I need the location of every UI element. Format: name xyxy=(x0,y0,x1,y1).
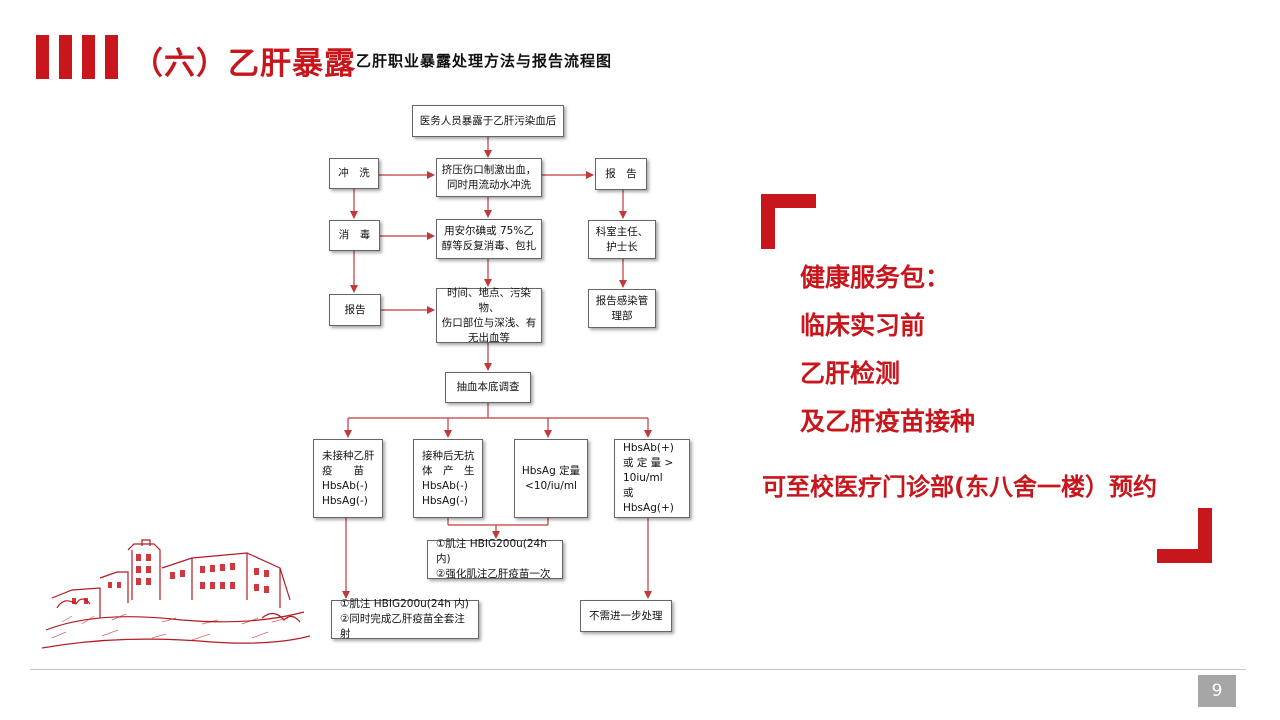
flow-disinfect-action-box: 用安尔碘或 75%乙 醇等反复消毒、包扎 xyxy=(436,219,542,259)
flow-disinfect-box: 消 毒 xyxy=(329,220,380,251)
flow-case2-box: 接种后无抗 体 产 生 HbsAb(-) HbsAg(-) xyxy=(413,439,483,518)
package-heading: 健康服务包： xyxy=(800,263,951,292)
flow-wash-box: 冲 洗 xyxy=(329,158,379,189)
flow-blood-test-box: 抽血本底调查 xyxy=(445,372,531,403)
header-bar-4 xyxy=(105,35,118,79)
package-item-2: 乙肝检测 xyxy=(800,359,901,388)
flow-no-treatment-box: 不需进一步处理 xyxy=(580,600,672,632)
flow-case3-box: HbsAg 定量 <10/iu/ml xyxy=(514,439,588,518)
page-number: 9 xyxy=(1198,675,1236,707)
package-item-3: 及乙肝疫苗接种 xyxy=(800,407,976,436)
bracket-top-left-v xyxy=(761,194,775,249)
flow-report-box: 报 告 xyxy=(595,158,647,190)
flow-case1-box: 未接种乙肝 疫 苗 HbsAb(-) HbsAg(-) xyxy=(313,439,383,518)
bracket-bottom-right-v xyxy=(1198,508,1212,563)
header-bar-1 xyxy=(36,35,49,79)
package-item-1: 临床实习前 xyxy=(800,311,926,340)
header-bar-2 xyxy=(59,35,72,79)
flow-start-box: 医务人员暴露于乙肝污染血后 xyxy=(412,105,564,137)
flow-report2-box: 报告 xyxy=(329,294,381,326)
flow-squeeze-box: 挤压伤口制激出血， 同时用流动水冲洗 xyxy=(436,158,542,197)
flow-report-to-box: 科室主任、 护士长 xyxy=(588,220,656,259)
header-bar-3 xyxy=(82,35,95,79)
campus-building-image xyxy=(42,539,310,649)
flow-record-box: 时间、地点、污染物、 伤口部位与深浅、有 无出血等 xyxy=(436,287,542,344)
page-title: （六）乙肝暴露 xyxy=(132,46,356,82)
flow-case4-box: HbsAb(+) 或 定 量 > 10iu/ml 或 HbsAg(+) xyxy=(614,439,690,518)
footer-divider xyxy=(30,669,1246,670)
appointment-text: 可至校医疗门诊部(东八舍一楼）预约 xyxy=(762,473,1157,501)
page-subtitle: 乙肝职业暴露处理方法与报告流程图 xyxy=(356,52,613,70)
flow-treat-left-box: ①肌注 HBIG200u(24h 内) ②同时完成乙肝疫苗全套注射 xyxy=(331,598,479,640)
flow-infection-dept-box: 报告感染管 理部 xyxy=(588,289,656,328)
flow-treat-mid-box: ①肌注 HBIG200u(24h 内) ②强化肌注乙肝疫苗一次 xyxy=(427,538,563,580)
